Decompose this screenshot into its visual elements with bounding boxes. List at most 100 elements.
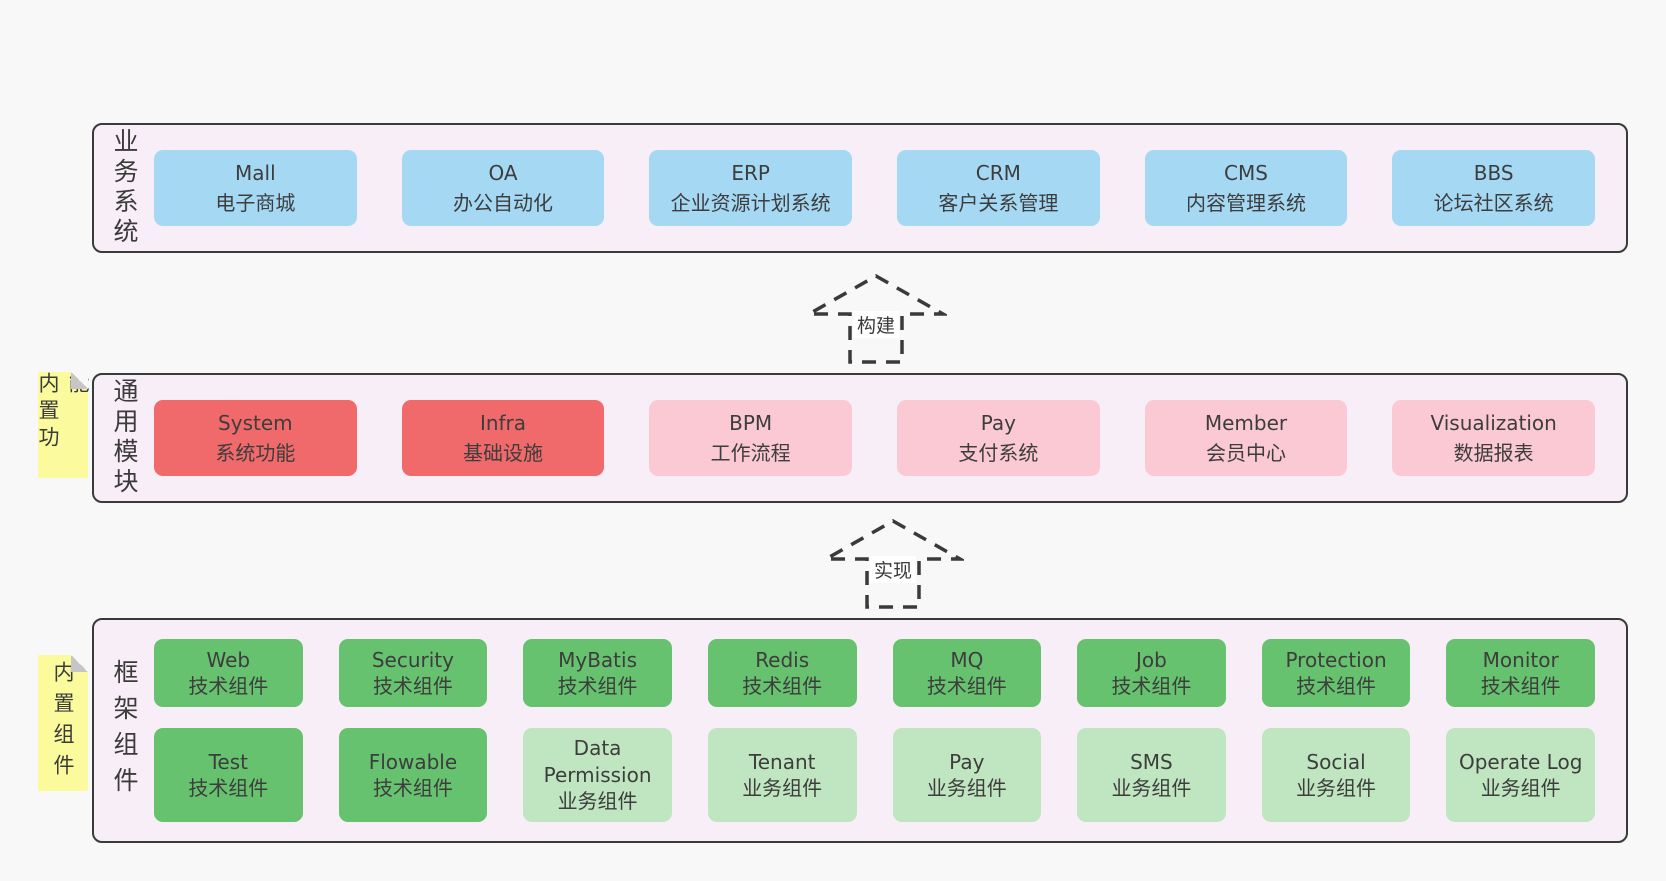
box-subtitle: 技术组件 <box>742 673 823 698</box>
box-cms: CMS 内容管理系统 <box>1144 150 1348 226</box>
up-arrow-icon <box>805 273 947 364</box>
box-subtitle: 技术组件 <box>1111 673 1192 698</box>
box-subtitle: 企业资源计划系统 <box>670 191 831 215</box>
box-subtitle: 业务组件 <box>1111 775 1192 800</box>
framework-components-panel: 框架组件 Web 技术组件 Security 技术组件 MyBatis 技术组件… <box>92 618 1628 843</box>
up-arrow-icon <box>822 518 964 609</box>
builtin-components-note-text: 内置组件 <box>51 661 75 785</box>
framework-components-side-label: 框架组件 <box>110 658 139 803</box>
box-subtitle: 技术组件 <box>372 673 453 698</box>
box-subtitle: 技术组件 <box>1296 673 1377 698</box>
box-job: Job 技术组件 <box>1077 639 1226 707</box>
business-systems-panel: 业务系统 Mall 电子商城 OA 办公自动化 ERP 企业资源计划系统 CRM… <box>92 123 1628 253</box>
box-title: Infra <box>479 411 527 435</box>
box-title: Protection <box>1285 647 1387 672</box>
box-subtitle: 技术组件 <box>926 673 1007 698</box>
box-title: OA <box>488 161 518 185</box>
box-title: CRM <box>975 161 1021 185</box>
box-title: MyBatis <box>558 647 637 672</box>
box-title: Social <box>1306 749 1366 774</box>
box-test: Test 技术组件 <box>154 727 303 822</box>
business-boxes-row: Mall 电子商城 OA 办公自动化 ERP 企业资源计划系统 CRM 客户关系… <box>154 125 1626 251</box>
box-title: Redis <box>755 647 810 672</box>
common-modules-panel: 通用模块 System 系统功能 Infra 基础设施 BPM 工作流程 Pay… <box>92 373 1628 503</box>
box-subtitle: 技术组件 <box>188 673 269 698</box>
builtin-components-note: 内置组件 <box>38 655 88 791</box>
box-title: ERP <box>731 161 770 185</box>
box-subtitle: 业务组件 <box>742 775 823 800</box>
box-redis: Redis 技术组件 <box>707 639 857 707</box>
box-flowable: Flowable 技术组件 <box>338 727 488 822</box>
framework-boxes-grid: Web 技术组件 Security 技术组件 MyBatis 技术组件 Redi… <box>154 620 1626 841</box>
box-subtitle: 办公自动化 <box>452 191 553 215</box>
box-member: Member 会员中心 <box>1144 400 1348 476</box>
box-subtitle: 技术组件 <box>188 775 269 800</box>
box-subtitle: 技术组件 <box>557 673 638 698</box>
box-title: Visualization <box>1430 411 1557 435</box>
build-arrow-label: 构建 <box>852 311 900 338</box>
box-title: System <box>218 411 293 435</box>
box-title: Tenant <box>748 749 816 774</box>
box-pay-biz: Pay 业务组件 <box>892 727 1042 822</box>
box-title: Test <box>208 749 248 774</box>
implement-arrow-label: 实现 <box>869 556 917 583</box>
box-title: Flowable <box>368 749 458 774</box>
builtin-functions-note: 内置功能 <box>36 372 90 478</box>
box-title: BBS <box>1473 161 1514 185</box>
box-operate-log: Operate Log 业务组件 <box>1446 727 1595 822</box>
box-web: Web 技术组件 <box>154 639 303 707</box>
box-subtitle: 论坛社区系统 <box>1433 191 1554 215</box>
box-title: Mall <box>235 161 276 185</box>
box-subtitle: 系统功能 <box>215 441 296 465</box>
box-subtitle: 电子商城 <box>215 191 296 215</box>
box-security: Security 技术组件 <box>338 639 488 707</box>
box-title: Job <box>1136 647 1167 672</box>
box-title: Operate Log <box>1458 749 1583 774</box>
box-subtitle: 客户关系管理 <box>938 191 1059 215</box>
box-pay: Pay 支付系统 <box>897 400 1100 476</box>
box-sms: SMS 业务组件 <box>1077 727 1226 822</box>
box-title: BPM <box>729 411 773 435</box>
box-title: Monitor <box>1482 647 1559 672</box>
box-data-permission: Data Permission 业务组件 <box>523 727 672 822</box>
box-title: Pay <box>949 749 985 774</box>
box-subtitle: 会员中心 <box>1205 441 1286 465</box>
box-subtitle: 业务组件 <box>926 775 1007 800</box>
box-subtitle: 技术组件 <box>372 775 453 800</box>
box-title: Security <box>371 647 454 672</box>
box-subtitle: 基础设施 <box>462 441 543 465</box>
box-protection: Protection 技术组件 <box>1261 639 1411 707</box>
box-visualization: Visualization 数据报表 <box>1392 400 1595 476</box>
box-oa: OA 办公自动化 <box>401 150 605 226</box>
box-erp: ERP 企业资源计划系统 <box>649 150 852 226</box>
box-subtitle: 数据报表 <box>1453 441 1534 465</box>
box-system: System 系统功能 <box>154 400 357 476</box>
box-mall: Mall 电子商城 <box>154 150 357 226</box>
box-infra: Infra 基础设施 <box>401 400 605 476</box>
common-modules-side-label: 通用模块 <box>110 378 139 498</box>
box-title: Pay <box>980 411 1016 435</box>
box-subtitle: 内容管理系统 <box>1185 191 1306 215</box>
box-title: Web <box>206 647 251 672</box>
box-title: Data Permission <box>543 736 652 787</box>
build-arrow: 构建 <box>805 273 947 365</box>
builtin-functions-note-text: 内置功能 <box>36 372 90 453</box>
box-subtitle: 业务组件 <box>557 789 638 814</box>
box-bbs: BBS 论坛社区系统 <box>1392 150 1595 226</box>
modules-boxes-row: System 系统功能 Infra 基础设施 BPM 工作流程 Pay 支付系统… <box>154 375 1626 501</box>
box-subtitle: 技术组件 <box>1480 673 1561 698</box>
box-mq: MQ 技术组件 <box>892 639 1042 707</box>
box-monitor: Monitor 技术组件 <box>1446 639 1595 707</box>
box-mybatis: MyBatis 技术组件 <box>523 639 672 707</box>
box-title: SMS <box>1130 749 1173 774</box>
box-subtitle: 支付系统 <box>958 441 1039 465</box>
box-tenant: Tenant 业务组件 <box>707 727 857 822</box>
box-title: Member <box>1204 411 1288 435</box>
box-title: CMS <box>1224 161 1268 185</box>
box-title: MQ <box>950 647 984 672</box>
box-subtitle: 业务组件 <box>1480 775 1561 800</box>
box-subtitle: 工作流程 <box>710 441 791 465</box>
box-bpm: BPM 工作流程 <box>649 400 852 476</box>
business-systems-side-label: 业务系统 <box>110 128 139 248</box>
box-crm: CRM 客户关系管理 <box>897 150 1100 226</box>
